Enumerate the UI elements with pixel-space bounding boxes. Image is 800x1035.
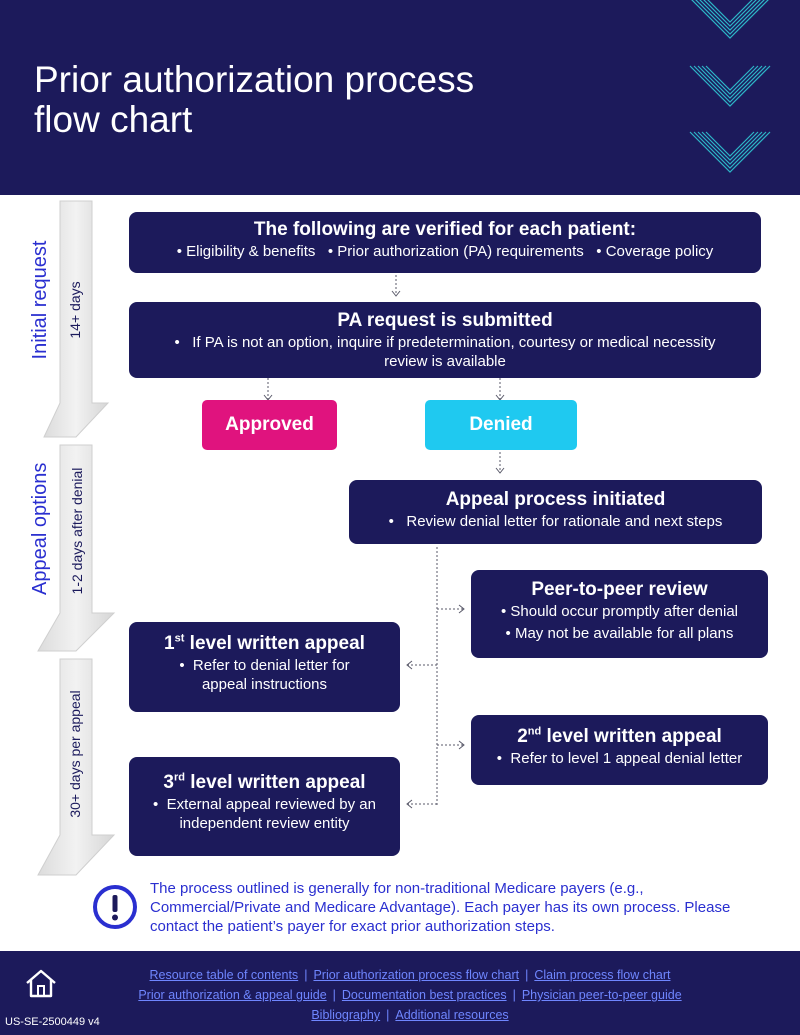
verify-item-coverage: Coverage policy	[605, 243, 714, 260]
duration-appeal: 1-2 days after denial	[69, 467, 85, 595]
chevron-decoration-icon	[689, 0, 771, 173]
document-code: US-SE-2500449 v4	[5, 1016, 100, 1028]
level1-bullet-text: Refer to denial letter for appeal instru…	[192, 657, 350, 693]
level2-appeal-box: 2nd level written appeal • Refer to leve…	[471, 715, 768, 785]
link-pa-flow-chart[interactable]: Prior authorization process flow chart	[313, 968, 520, 982]
verify-item-eligibility: Eligibility & benefits	[186, 243, 316, 260]
level2-number: 2	[517, 726, 528, 747]
submit-bullet: • If PA is not an option, inquire if pre…	[174, 334, 716, 370]
appeal-process-heading: Appeal process initiated	[445, 489, 666, 510]
title-line-1: Prior authorization process	[34, 59, 475, 100]
submit-bullet-text: If PA is not an option, inquire if prede…	[192, 334, 716, 370]
link-bibliography[interactable]: Bibliography	[311, 1008, 381, 1022]
link-additional-resources[interactable]: Additional resources	[395, 1008, 509, 1022]
level3-heading: 3rd level written appeal	[141, 771, 388, 795]
peer-review-box: Peer-to-peer review • Should occur promp…	[471, 570, 768, 658]
flow-graphics	[37, 200, 505, 876]
link-peer-to-peer-guide[interactable]: Physician peer-to-peer guide	[521, 988, 682, 1002]
level2-bullet: • Refer to level 1 appeal denial letter	[496, 750, 743, 767]
level2-heading-text: level written appeal	[541, 726, 722, 747]
approved-badge: Approved	[202, 400, 337, 450]
phase-arrow-initial	[43, 200, 110, 438]
submit-heading: PA request is submitted	[337, 310, 553, 331]
footer: Resource table of contents|Prior authori…	[0, 951, 800, 1035]
info-exclamation-icon	[93, 885, 137, 929]
footer-links: Resource table of contents|Prior authori…	[138, 968, 682, 1022]
process-note: The process outlined is generally for no…	[150, 880, 731, 935]
phase-label-appeal: Appeal options	[29, 462, 51, 595]
level2-ordinal: nd	[527, 725, 542, 738]
level1-heading: 1st level written appeal	[141, 632, 388, 656]
verify-heading: The following are verified for each pati…	[253, 219, 637, 240]
duration-initial: 14+ days	[67, 281, 83, 339]
home-icon[interactable]	[24, 968, 58, 998]
header-banner: Prior authorization process flow chart	[0, 0, 800, 195]
level1-number: 1	[164, 633, 175, 654]
level1-bullet: • Refer to denial letter for appeal inst…	[179, 657, 350, 693]
level3-heading-text: level written appeal	[185, 772, 366, 793]
peer-review-heading: Peer-to-peer review	[531, 579, 708, 600]
page-title: Prior authorization process flow chart	[34, 60, 474, 140]
denied-badge: Denied	[425, 400, 577, 450]
level2-heading: 2nd level written appeal	[483, 725, 756, 749]
level3-ordinal: rd	[174, 771, 185, 784]
appeal-process-bullet-text: Review denial letter for rationale and n…	[406, 513, 723, 530]
level2-bullet-text: Refer to level 1 appeal denial letter	[510, 750, 743, 767]
peer-bullet-1: Should occur promptly after denial	[510, 603, 739, 620]
submit-box: PA request is submitted • If PA is not a…	[129, 302, 761, 378]
level3-number: 3	[163, 772, 174, 793]
verify-box: The following are verified for each pati…	[129, 212, 761, 273]
phase-arrow-written	[37, 658, 116, 876]
level1-ordinal: st	[174, 632, 185, 645]
title-line-2: flow chart	[34, 99, 193, 140]
phase-arrow-appeal	[37, 444, 116, 652]
link-resource-toc[interactable]: Resource table of contents	[149, 968, 299, 982]
verify-item-pa-requirements: Prior authorization (PA) requirements	[337, 243, 584, 260]
link-documentation-best-practices[interactable]: Documentation best practices	[341, 988, 507, 1002]
duration-written: 30+ days per appeal	[67, 690, 83, 818]
link-pa-appeal-guide[interactable]: Prior authorization & appeal guide	[138, 988, 327, 1002]
level3-bullet: • External appeal reviewed by an indepen…	[153, 796, 376, 832]
level3-appeal-box: 3rd level written appeal • External appe…	[129, 757, 400, 856]
appeal-process-box: Appeal process initiated • Review denial…	[349, 480, 762, 544]
level1-heading-text: level written appeal	[184, 633, 365, 654]
phase-label-initial: Initial request	[29, 240, 51, 360]
link-claim-flow-chart[interactable]: Claim process flow chart	[534, 968, 671, 982]
appeal-process-bullet: • Review denial letter for rationale and…	[388, 513, 723, 530]
peer-bullet-2: May not be available for all plans	[514, 625, 734, 642]
level3-bullet-text: External appeal reviewed by an independe…	[166, 796, 376, 832]
verify-items: • Eligibility & benefits • Prior authori…	[176, 243, 714, 260]
peer-review-bullets: • Should occur promptly after denial • M…	[500, 603, 739, 642]
level1-appeal-box: 1st level written appeal • Refer to deni…	[129, 622, 400, 712]
